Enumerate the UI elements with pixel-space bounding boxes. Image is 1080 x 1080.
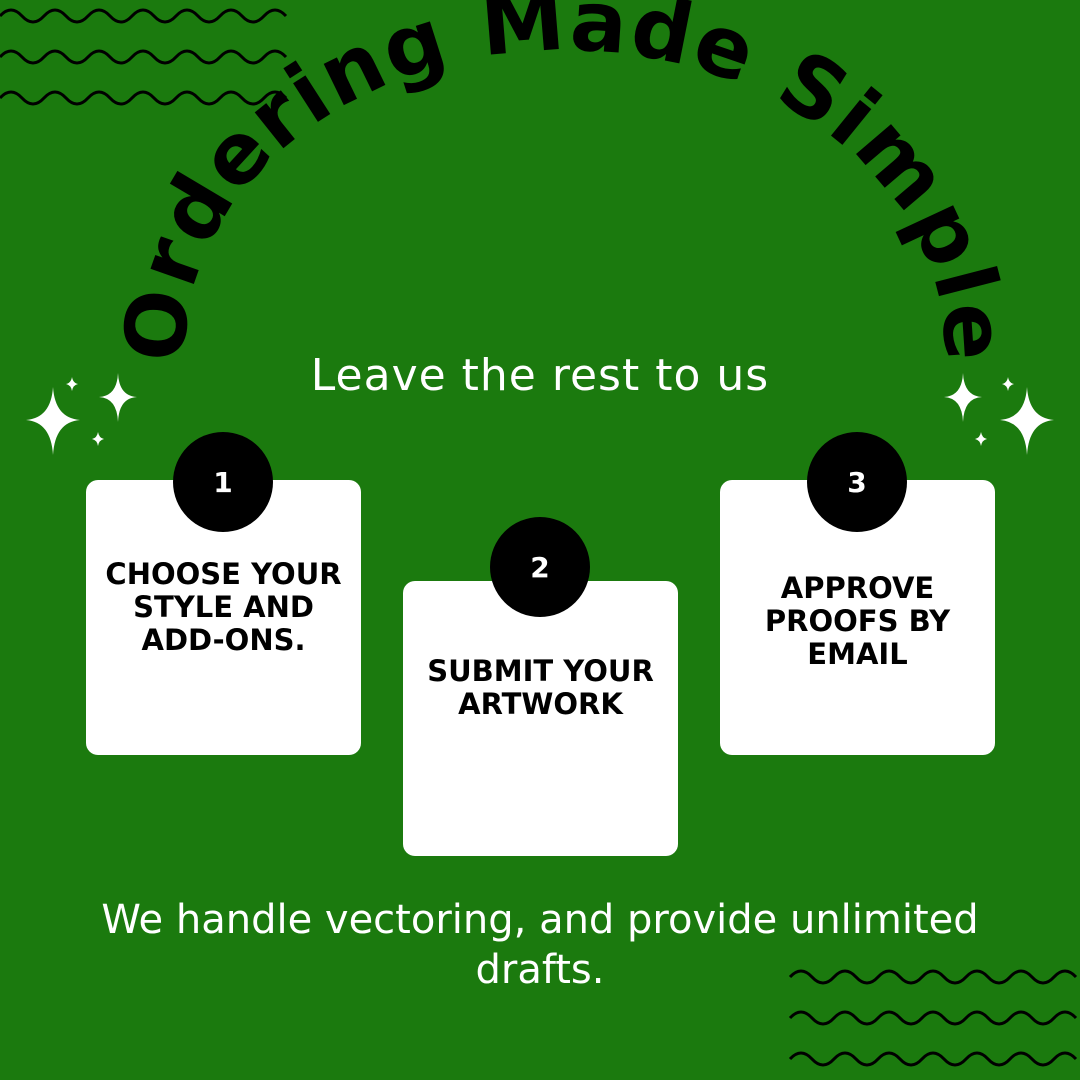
wave-pattern-icon	[788, 969, 1078, 1067]
step-number-badge: 2	[490, 517, 590, 617]
step-card-2: SUBMIT YOUR ARTWORK	[403, 581, 678, 856]
step-text: SUBMIT YOUR ARTWORK	[427, 654, 654, 721]
title-arc: Ordering Made Simple	[105, 0, 1024, 360]
sparkle-icon	[944, 373, 1054, 455]
step-text: APPROVE PROOFS BY EMAIL	[764, 571, 951, 671]
step-number-badge: 1	[173, 432, 273, 532]
footer-note: We handle vectoring, and provide unlimit…	[101, 897, 979, 993]
step-number-badge: 3	[807, 432, 907, 532]
sparkle-icon	[26, 373, 137, 455]
page-title: Ordering Made Simple	[105, 0, 1024, 360]
step-text: CHOOSE YOUR STYLE AND ADD-ONS.	[105, 557, 342, 657]
subtitle: Leave the rest to us	[310, 350, 770, 401]
wave-pattern-icon	[0, 8, 288, 106]
